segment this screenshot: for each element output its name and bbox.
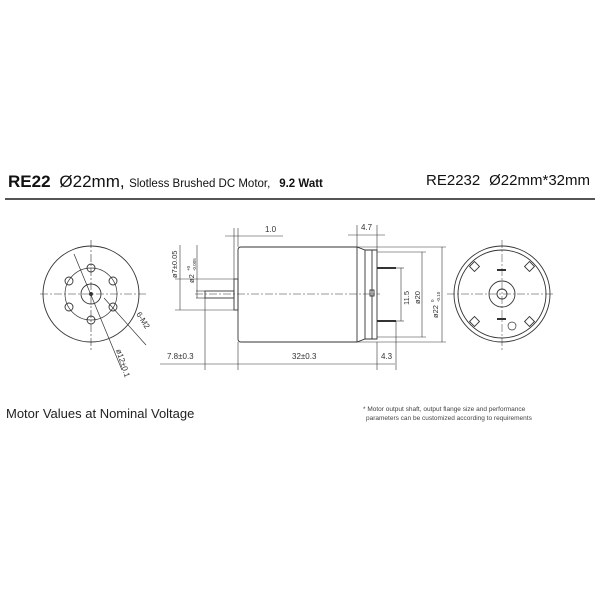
- body-length-label: 32±0.3: [292, 352, 317, 361]
- hub: [80, 283, 102, 305]
- endcap-diameter-label: ø20: [413, 291, 422, 304]
- customization-note: * Motor output shaft, output flange size…: [363, 405, 532, 423]
- part-number: RE2232: [426, 172, 481, 189]
- size: Ø22mm*32mm: [489, 172, 590, 189]
- bearing-hole: [496, 288, 508, 300]
- motor-body: [237, 246, 378, 343]
- header-title: RE22 Ø22mm, Slotless Brushed DC Motor, 9…: [8, 172, 323, 192]
- description: Slotless Brushed DC Motor,: [129, 178, 271, 190]
- model-name: RE22: [8, 172, 51, 191]
- polarity-mark-icon: [507, 321, 517, 331]
- bolt-circle: [64, 267, 118, 321]
- shaft-length-label: 7.8±0.3: [167, 352, 194, 361]
- side-view: 1.0 4.7 ø7±0.05 ø2 +0 -0.005 7.8±0.3 32±…: [160, 223, 446, 370]
- endcap-length-label: 4.7: [361, 223, 373, 232]
- header-part: RE2232 Ø22mm*32mm: [426, 172, 590, 190]
- note-line-2: parameters can be customized according t…: [366, 415, 532, 422]
- shaft: [204, 290, 235, 299]
- bolt-circle-label: ø12±0.1: [114, 348, 132, 379]
- endcap-outline: [457, 249, 547, 339]
- svg-text:-0.005: -0.005: [192, 258, 197, 271]
- header-divider: [5, 198, 595, 200]
- body-diameter-label: ø22 0 -0.10: [430, 291, 441, 318]
- svg-text:-0.10: -0.10: [436, 291, 441, 302]
- section-title: Motor Values at Nominal Voltage: [6, 406, 195, 421]
- svg-text:ø22: ø22: [431, 305, 440, 318]
- leader-bolt-circle: [73, 253, 123, 371]
- terminal-spacing-label: 11.5: [402, 291, 411, 305]
- hole-label: 6-M2: [134, 310, 152, 331]
- mount-holes: [64, 263, 118, 325]
- terminal-length-label: 4.3: [381, 352, 393, 361]
- clips: [468, 260, 536, 328]
- shaft-diameter-label: ø2 +0 -0.005: [186, 258, 197, 283]
- note-line-1: * Motor output shaft, output flange size…: [363, 406, 526, 413]
- flange-diameter-label: ø7±0.05: [170, 251, 179, 278]
- diameter: Ø22mm,: [59, 172, 125, 191]
- bearing-hub: [488, 280, 516, 308]
- svg-text:0: 0: [430, 299, 435, 302]
- svg-text:+0: +0: [186, 265, 191, 271]
- dimension-lines: [160, 225, 446, 370]
- flange-outline: [42, 245, 140, 343]
- rear-view: [447, 240, 555, 350]
- brush-marker: [369, 289, 375, 297]
- front-view: 6-M2 ø12±0.1: [40, 240, 152, 379]
- svg-text:ø2: ø2: [187, 274, 196, 283]
- flange-thickness-label: 1.0: [265, 225, 277, 234]
- flange: [233, 278, 239, 311]
- rear-outline: [453, 245, 551, 343]
- power: 9.2 Watt: [279, 178, 323, 190]
- leader-holes: [103, 297, 147, 346]
